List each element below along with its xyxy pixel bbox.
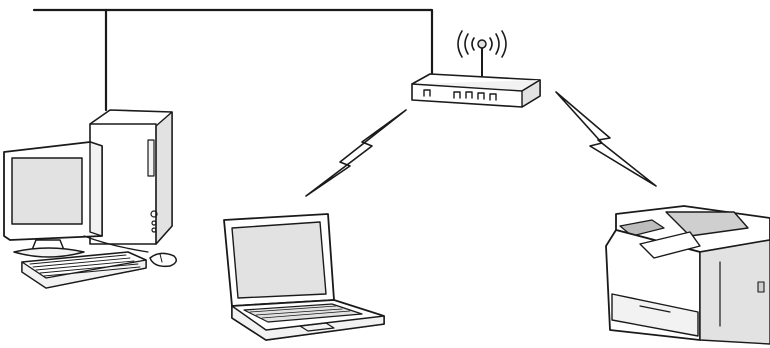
wireless-link-printer-icon	[555, 91, 657, 187]
wifi-signal-icon	[457, 30, 507, 58]
wired-network-cable	[32, 8, 434, 112]
desktop-computer-icon	[3, 109, 177, 289]
wireless-link-laptop-icon	[305, 109, 407, 197]
wireless-access-point-icon	[411, 30, 541, 108]
laptop-icon	[223, 213, 385, 341]
printer-icon	[605, 205, 770, 345]
